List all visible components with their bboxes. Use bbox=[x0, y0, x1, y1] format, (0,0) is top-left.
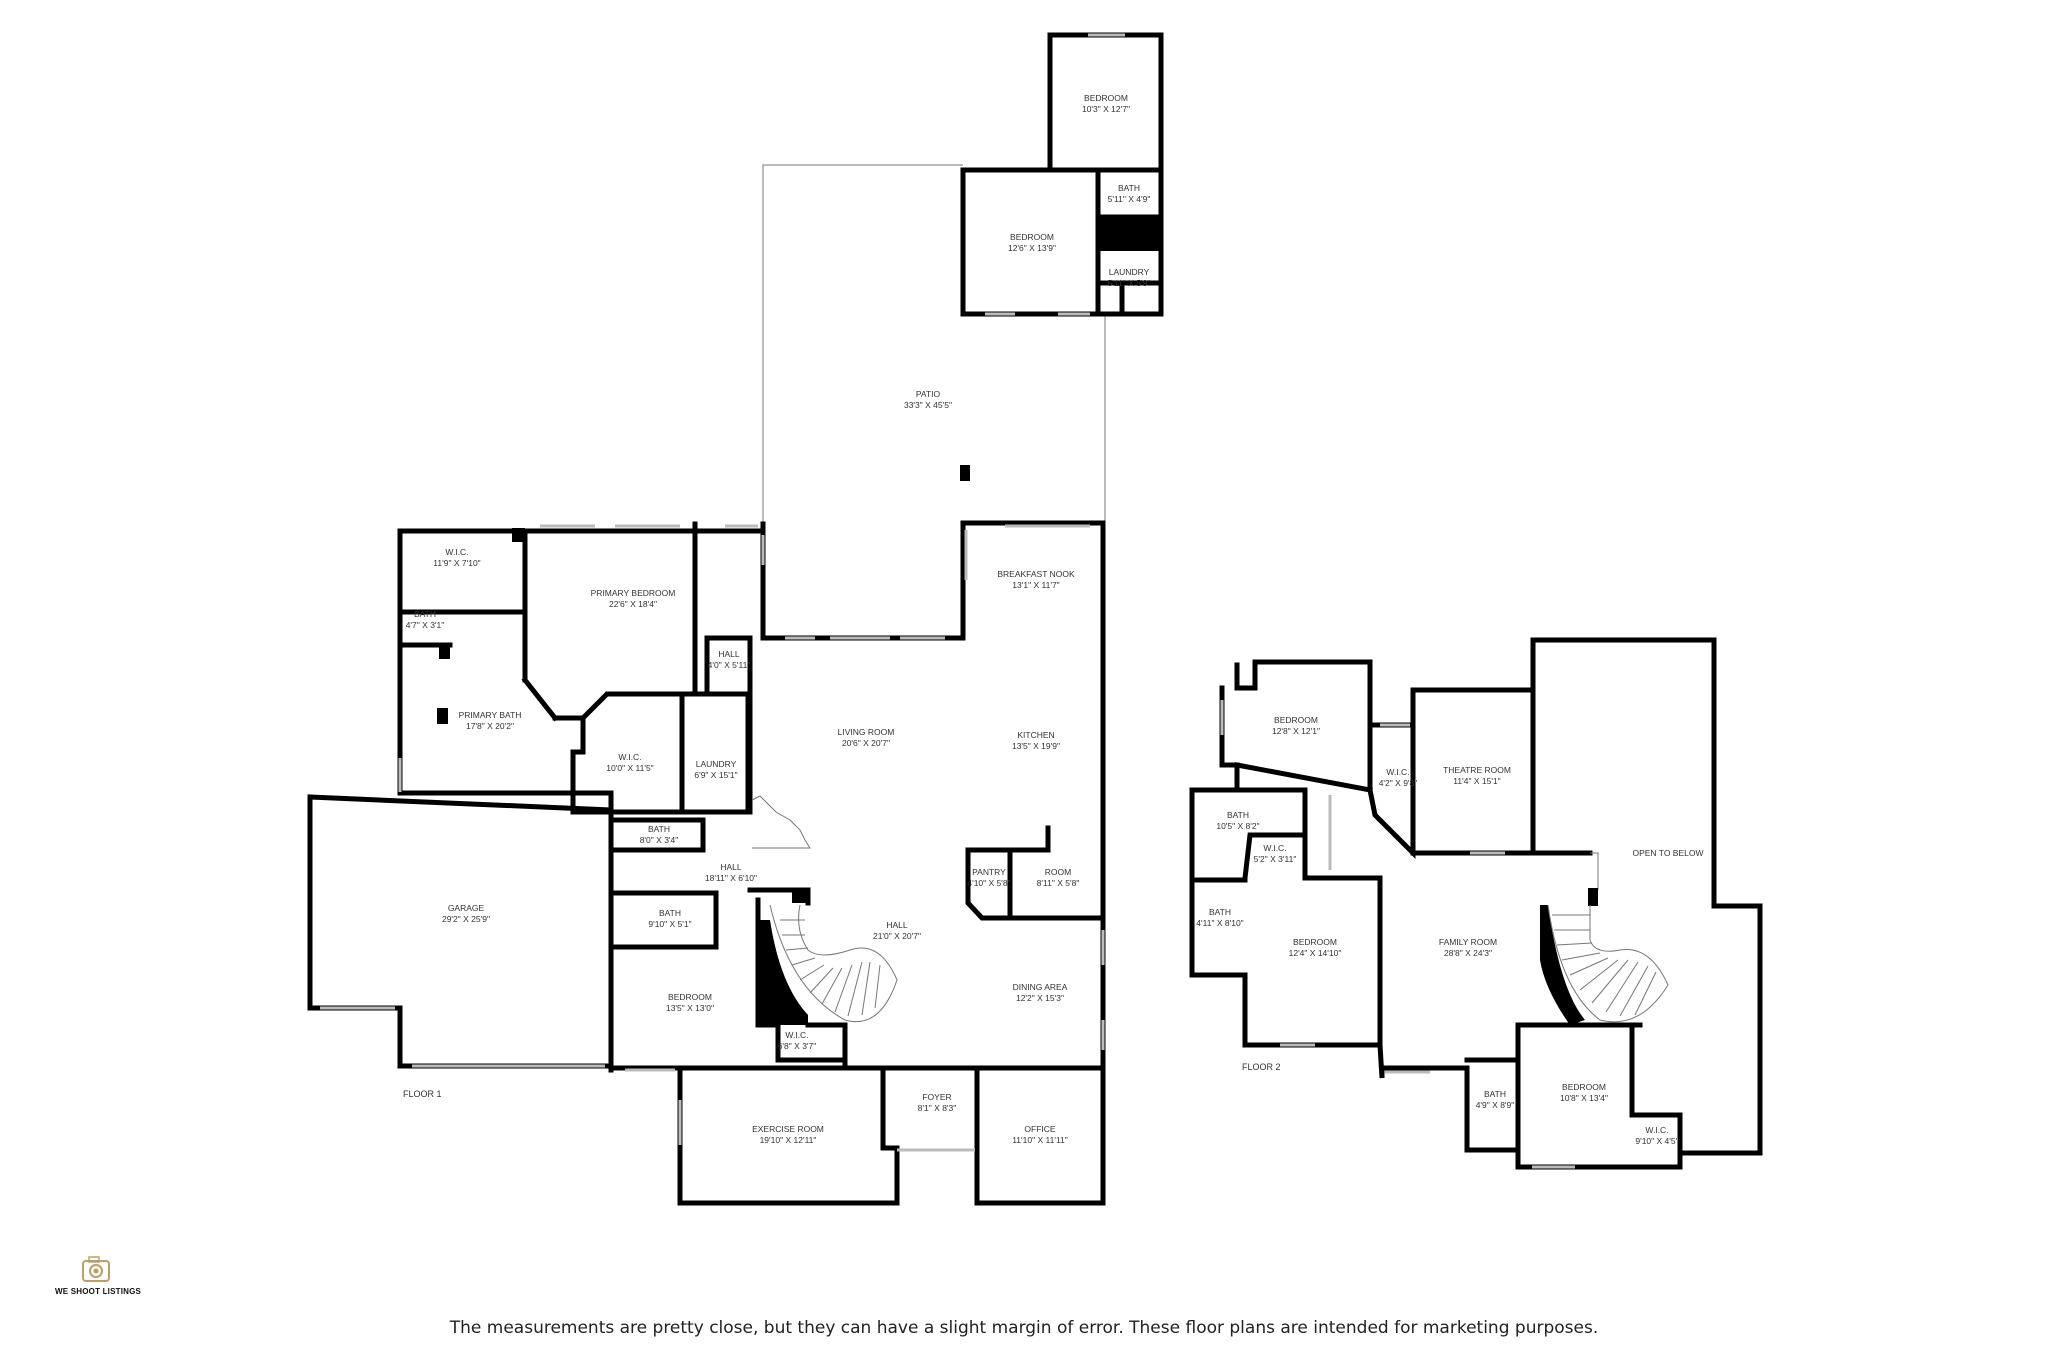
stair-treads bbox=[780, 919, 881, 1017]
pantry-wall bbox=[965, 847, 1106, 921]
floor-2-plan bbox=[1189, 637, 1763, 1170]
curved-stair bbox=[1540, 905, 1585, 1025]
room-label: W.I.C.9'10" X 4'5" bbox=[1635, 1125, 1678, 1146]
patio-outline bbox=[762, 164, 963, 538]
room-label: W.I.C.5'2" X 3'11" bbox=[1254, 843, 1297, 864]
wic-wall bbox=[570, 715, 614, 815]
wall bbox=[1629, 1022, 1683, 1156]
bath-wall bbox=[608, 817, 706, 853]
fixture bbox=[792, 890, 808, 903]
curved-stair bbox=[1547, 904, 1669, 1023]
room-label: W.I.C.11'9" X 7'10" bbox=[433, 547, 480, 568]
wic-wall bbox=[1367, 722, 1416, 860]
room-label: W.I.C.6'8" X 3'7" bbox=[778, 1030, 817, 1051]
floor-1-plan bbox=[307, 32, 1164, 1206]
curved-stair bbox=[758, 920, 808, 1025]
open-to-below-rail bbox=[1590, 852, 1599, 890]
floor-label: FLOOR 1 bbox=[403, 1089, 442, 1099]
disclaimer: The measurements are pretty close, but t… bbox=[449, 1318, 1599, 1338]
stairs bbox=[751, 795, 811, 849]
guest-stair-block bbox=[1098, 219, 1161, 251]
curved-stair bbox=[769, 904, 898, 1023]
fixture bbox=[512, 528, 525, 542]
wall bbox=[552, 521, 698, 721]
brand-logo: WE SHOOT LISTINGS bbox=[55, 1255, 145, 1296]
floor-2-outer-wall bbox=[1189, 637, 1763, 1170]
fixture bbox=[437, 708, 448, 724]
bath-1 bbox=[608, 890, 719, 950]
laundry-wall bbox=[679, 691, 751, 815]
fixture bbox=[439, 645, 450, 659]
logo-text: WE SHOOT LISTINGS bbox=[55, 1287, 142, 1296]
wall bbox=[521, 676, 559, 722]
fixture bbox=[1588, 888, 1598, 906]
stair-treads bbox=[1552, 914, 1657, 1017]
main-house-outer-wall bbox=[397, 520, 1106, 1206]
room-label: OPEN TO BELOW bbox=[1632, 848, 1703, 858]
camera-logo-icon bbox=[82, 1256, 110, 1282]
patio-post bbox=[960, 465, 970, 481]
room-label: W.I.C.4'2" X 9'8" bbox=[1379, 767, 1418, 788]
garage-wall bbox=[307, 790, 614, 1069]
floor-label: FLOOR 2 bbox=[1242, 1062, 1281, 1072]
room-label: W.I.C.10'0" X 11'5" bbox=[606, 752, 653, 773]
wall bbox=[1234, 762, 1373, 793]
pantry-wall bbox=[965, 825, 1051, 853]
